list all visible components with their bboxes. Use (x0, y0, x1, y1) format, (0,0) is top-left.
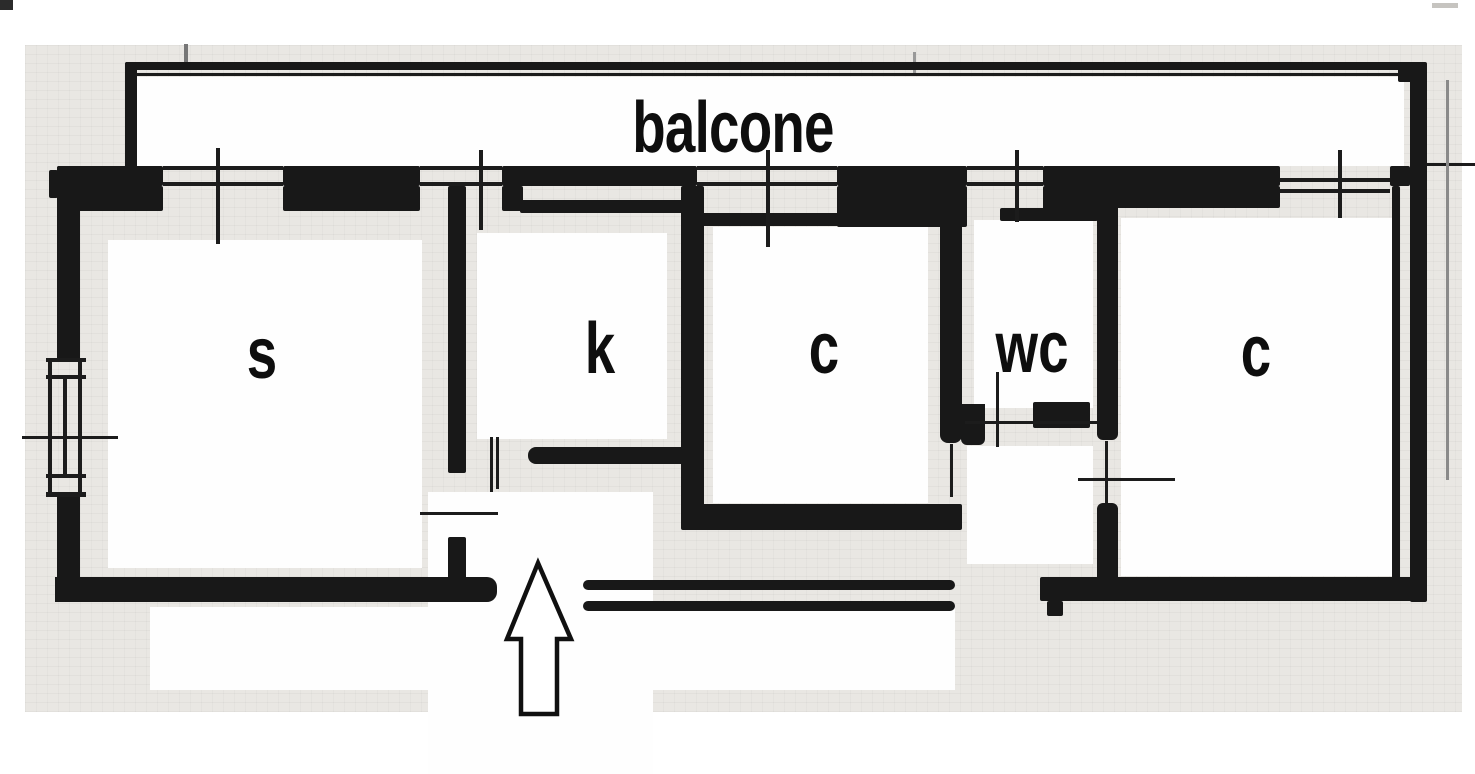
door-c1-leaf-line (950, 444, 953, 497)
wall-top (57, 166, 163, 186)
door-c2-leaf-line (1105, 441, 1108, 503)
dimension-line-right-vertical (1446, 80, 1449, 480)
wall-top-inner-face (697, 213, 962, 226)
scan-artifact (0, 0, 13, 10)
window-balcony-s (163, 166, 283, 170)
wall-top (1043, 166, 1280, 186)
wall-bottom-s (55, 577, 497, 602)
wall-top-inner-face (1000, 208, 1098, 221)
room-s-floor (108, 240, 422, 568)
wall-outer-right (1410, 70, 1427, 602)
room-wc-floor (974, 220, 1093, 408)
room-label-c2: c (1240, 312, 1272, 393)
wall-k-c1 (681, 186, 704, 510)
wall-s-k-door-jamb (448, 537, 466, 579)
wall-top (1390, 166, 1410, 186)
wall-bottom-wc-jamb (961, 404, 985, 445)
wall-top (502, 166, 697, 186)
window-balcony-c2 (1280, 178, 1390, 182)
wall-c1-wc (940, 186, 962, 443)
window-left-cap (46, 375, 86, 379)
window-left-line (78, 358, 82, 497)
window-balcony-s-sill (163, 182, 283, 186)
wall-bottom-k (528, 447, 686, 464)
window-balcony-k (420, 166, 502, 170)
wall-bottom-c2 (1040, 577, 1427, 601)
window-left-cap (46, 358, 86, 362)
door-s-swing-line (420, 512, 498, 515)
balcony-parapet-top (125, 62, 1420, 70)
balcony-floor (137, 77, 1404, 166)
window-left-cap (46, 492, 86, 497)
window-tick (479, 150, 483, 230)
room-label-k: k (584, 309, 616, 390)
wall-top-inner-face (520, 200, 685, 213)
dimension-line-right (1427, 163, 1475, 166)
door-k-leaf-line (496, 437, 499, 489)
room-label-c1: c (808, 309, 840, 390)
window-left-cap (46, 474, 86, 478)
wall-outer-left-upper (57, 166, 80, 362)
wall-bottom-wc (1033, 402, 1090, 428)
wall-bottom-c1 (681, 504, 962, 530)
wall-s-k (448, 186, 466, 473)
wall-outer-left-lower (57, 493, 80, 602)
scan-artifact (1432, 3, 1458, 8)
door-wc-leaf-line (996, 372, 999, 447)
room-label-s: s (246, 314, 278, 395)
wall-wc-c2-lower (1097, 503, 1118, 579)
door-wc-swing-line (965, 421, 1098, 424)
balcony-label: balcone (632, 88, 834, 169)
wall-top-inner-face (1097, 186, 1280, 208)
balcony-parapet-left (125, 62, 137, 168)
room-k-floor (477, 233, 667, 439)
window-balcony-c2-sill (1280, 189, 1390, 193)
room-c1-floor (713, 227, 928, 503)
wall-outer-left-notch (49, 170, 58, 198)
window-left-line (63, 375, 67, 475)
window-balcony-wc (967, 166, 1043, 170)
window-tick (1015, 150, 1019, 222)
window-tick (1338, 150, 1342, 218)
window-left-line (48, 358, 52, 497)
entrance-arrow-icon (503, 557, 575, 717)
room-label-wc: wc (995, 308, 1069, 389)
wall-top-inner-face (78, 186, 163, 211)
wall-top-inner-face (502, 186, 523, 211)
wall-top (837, 166, 967, 186)
wall-top-inner-face (283, 186, 420, 211)
wall-wc-c2-upper (1097, 186, 1118, 440)
balcony-parapet-inner-line (137, 73, 1407, 76)
window-left-dimension-line (22, 436, 118, 439)
window-tick (216, 148, 220, 244)
wall-top (283, 166, 420, 186)
window-balcony-wc-sill (967, 182, 1043, 186)
inner-hall-floor (967, 446, 1093, 564)
wall-corridor-facade-inner (583, 601, 955, 611)
wall-bottom-c2-notch (1047, 601, 1063, 616)
wall-top-inner-face (1043, 186, 1100, 211)
scan-artifact (184, 44, 188, 62)
door-c2-swing-line (1078, 478, 1175, 481)
window-tick (766, 150, 770, 247)
wall-outer-right-inner-face (1392, 186, 1400, 590)
room-c2-floor (1121, 218, 1397, 576)
wall-corridor-facade-outer (583, 580, 955, 590)
door-s-leaf-line (490, 437, 493, 492)
window-balcony-k-sill (420, 182, 502, 186)
